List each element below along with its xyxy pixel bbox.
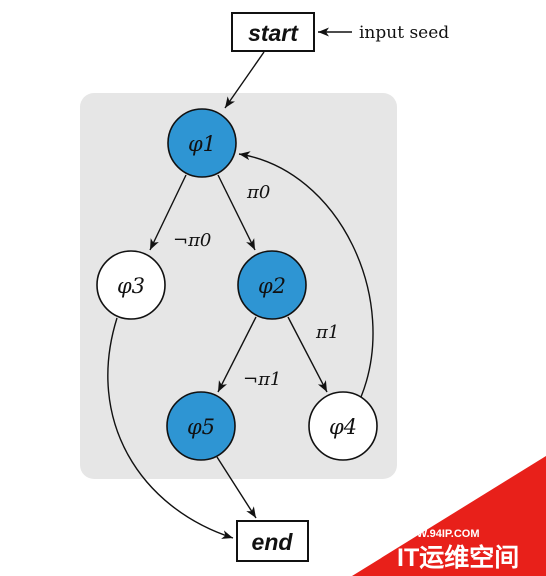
label-not-pi0: ¬π0 xyxy=(173,230,211,251)
watermark-url: WWW.94IP.COM xyxy=(396,528,480,540)
start-label: start xyxy=(248,20,299,46)
end-node: end xyxy=(236,520,309,562)
node-phi2: φ2 xyxy=(237,250,307,320)
node-phi4: φ4 xyxy=(308,391,378,461)
node-phi1-label: φ1 xyxy=(188,132,216,156)
label-pi0: π0 xyxy=(246,182,270,203)
start-node: start xyxy=(231,12,315,52)
edge-phi3-end xyxy=(107,317,234,539)
edge-phi2-phi4 xyxy=(287,316,328,393)
edge-phi5-end xyxy=(216,456,257,519)
end-label: end xyxy=(252,529,294,555)
edge-phi1-phi3 xyxy=(149,174,187,251)
edge-phi2-phi5 xyxy=(217,316,257,393)
edge-phi1-phi2 xyxy=(217,174,256,251)
edge-start-phi1 xyxy=(224,51,265,109)
watermark: WWW.94IP.COM IT运维空间 xyxy=(352,456,546,576)
label-pi1: π1 xyxy=(315,322,339,343)
node-phi2-label: φ2 xyxy=(258,274,286,298)
node-phi3: φ3 xyxy=(96,250,166,320)
node-phi5: φ5 xyxy=(166,391,236,461)
node-phi1: φ1 xyxy=(167,108,237,178)
node-phi4-label: φ4 xyxy=(329,415,357,439)
node-phi5-label: φ5 xyxy=(187,415,215,439)
label-not-pi1: ¬π1 xyxy=(243,369,281,390)
edge-phi4-phi1 xyxy=(238,151,374,398)
node-phi3-label: φ3 xyxy=(117,274,145,298)
input-seed-label: input seed xyxy=(359,23,449,43)
watermark-brand: IT运维空间 xyxy=(397,543,519,572)
watermark-red-triangle xyxy=(352,456,546,576)
